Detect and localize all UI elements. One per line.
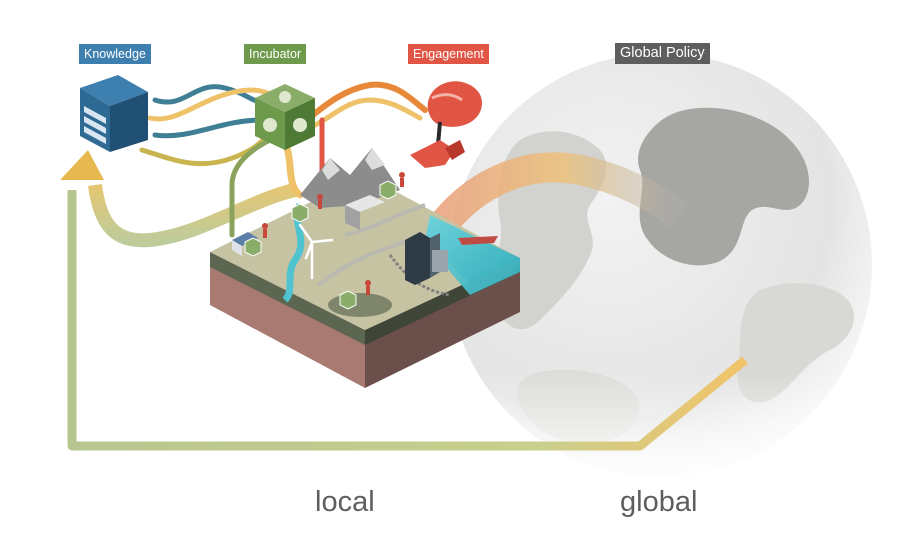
megaphone-hand-icon	[410, 81, 482, 168]
engagement-label: Engagement	[408, 44, 489, 64]
local-to-knowledge-flow	[88, 183, 297, 248]
engagement-to-global-flow	[433, 152, 689, 232]
ship-icon	[458, 236, 498, 245]
local-label: local	[315, 486, 375, 518]
knowledge-label: Knowledge	[79, 44, 151, 64]
cube-icon	[255, 84, 315, 150]
person-icon	[262, 172, 405, 295]
house-icon	[232, 232, 258, 256]
incubator-label: Incubator	[244, 44, 307, 64]
global-policy-label: Global Policy	[615, 43, 710, 64]
mini-cube-icon	[244, 180, 397, 310]
factory-icon	[345, 195, 448, 285]
global-label: global	[620, 486, 698, 518]
building-icon	[80, 75, 148, 152]
local-island	[210, 175, 520, 388]
arrow-head-icon	[60, 150, 104, 180]
mountain-icon	[300, 148, 400, 208]
global-return-flow	[67, 190, 748, 451]
wind-turbine-icon	[298, 223, 334, 280]
